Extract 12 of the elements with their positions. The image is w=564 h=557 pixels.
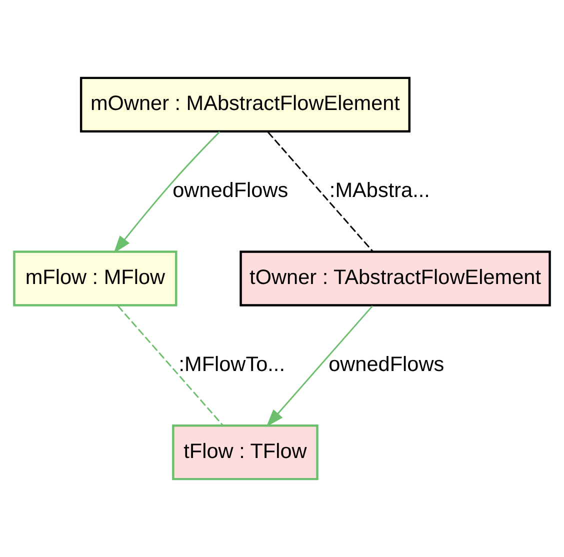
node-box: tFlow : TFlow <box>172 424 318 480</box>
arrow <box>114 131 220 254</box>
edge-label: :MAbstra... <box>329 179 430 202</box>
node-box: mFlow : MFlow <box>13 250 178 306</box>
edge-label: :MFlowTo... <box>178 352 285 376</box>
node-box: mOwner : MAbstractFlowElement <box>80 76 410 133</box>
connector <box>267 132 374 252</box>
arrow <box>266 305 374 427</box>
edge-label: ownedFlows <box>328 352 444 376</box>
connector <box>117 305 224 426</box>
node-box: tOwner : TAbstractFlowElement <box>240 250 551 306</box>
edge-label: ownedFlows <box>172 179 288 202</box>
